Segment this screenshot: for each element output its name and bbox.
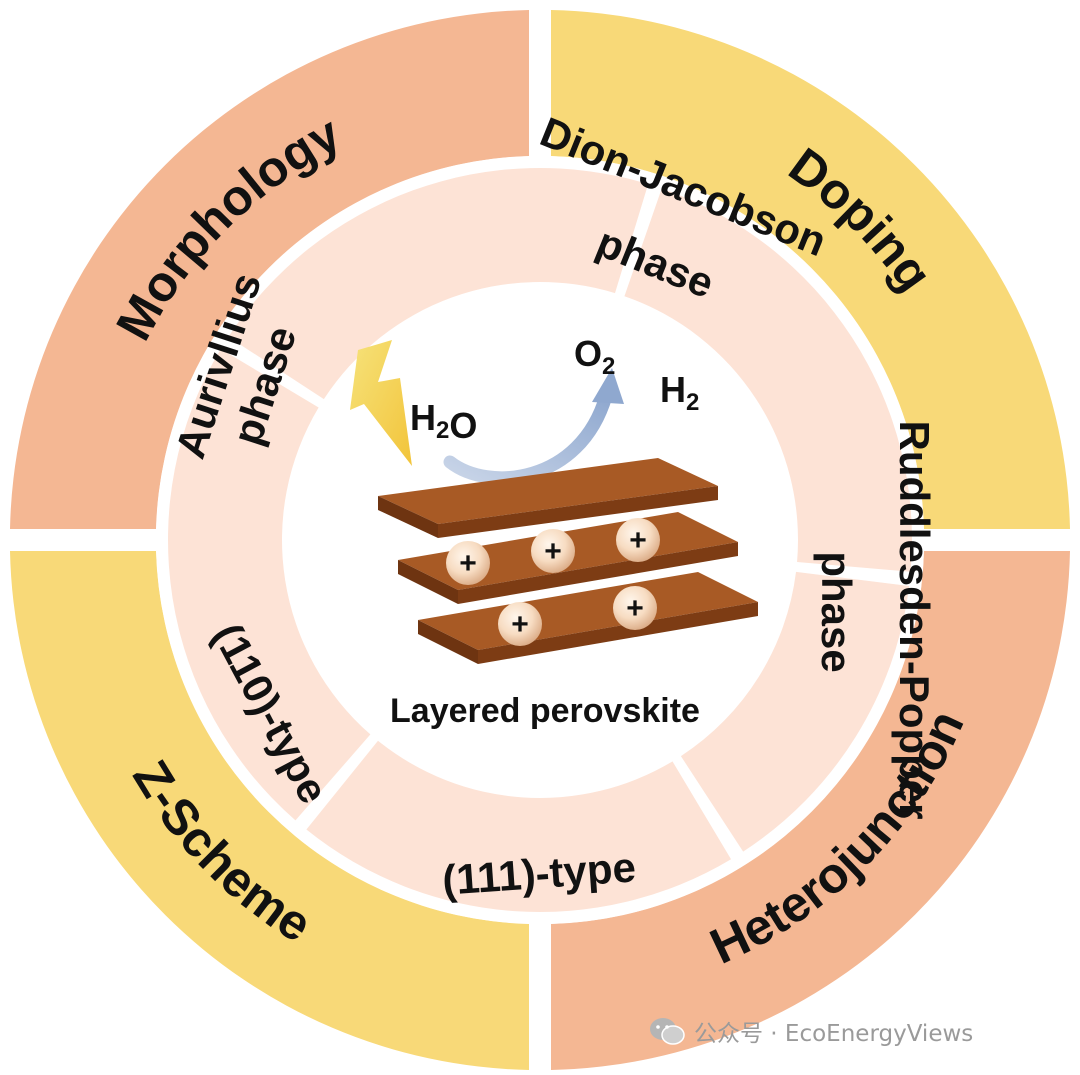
watermark: 公众号 · EcoEnergyViews <box>648 1013 973 1049</box>
cation-sphere <box>498 602 542 646</box>
outer-segment-morphology <box>10 10 529 529</box>
cation-sphere <box>531 529 575 573</box>
cation-sphere <box>613 586 657 630</box>
hydrogen-label: H2 <box>660 369 699 416</box>
center-illustration: H2O O2 H2 + + + + + Layered perovskite <box>350 333 758 730</box>
inner-segment-ruddlesden-popper <box>624 188 912 572</box>
inner-ring <box>167 168 912 912</box>
inner-segment-dion-jacobson <box>228 168 649 400</box>
outer-segment-heterojunction <box>551 551 1070 1070</box>
outer-segment-z-scheme <box>10 551 529 1070</box>
reaction-arrow <box>443 389 613 485</box>
cation-charge-label: + <box>544 535 562 568</box>
inner-segment-type-110 <box>306 740 732 912</box>
watermark-text: 公众号 · EcoEnergyViews <box>694 1021 974 1047</box>
slab-top <box>378 458 718 538</box>
arrow-head-icon <box>592 368 624 404</box>
water-label: H2O <box>410 397 477 446</box>
cation-charge-label: + <box>459 547 477 580</box>
lightning-icon <box>350 340 412 466</box>
oxygen-label: O2 <box>574 333 615 380</box>
wechat-icon <box>650 1018 685 1045</box>
cation-sphere <box>616 518 660 562</box>
cation-charge-label: + <box>626 592 644 625</box>
cation-spheres: + + + + + <box>446 518 660 646</box>
cation-charge-label: + <box>629 524 647 557</box>
label-ruddlesden-popper-line2: phase <box>813 551 860 672</box>
outer-segment-doping <box>551 10 1070 529</box>
cation-sphere <box>446 541 490 585</box>
center-title: Layered perovskite <box>390 692 700 730</box>
inner-segment-type-111 <box>680 571 910 852</box>
inner-segment-aurivillius <box>167 348 371 821</box>
label-ruddlesden-popper-line1: Ruddlesden-Popper <box>891 420 938 819</box>
cation-charge-label: + <box>511 608 529 641</box>
